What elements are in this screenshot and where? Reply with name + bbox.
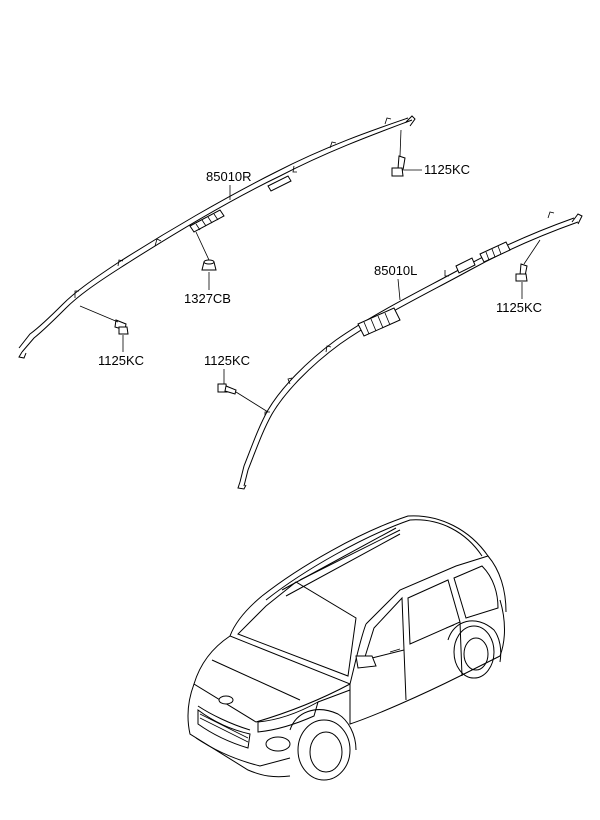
label-85010l: 85010L <box>374 263 417 278</box>
bolt-right-bottom <box>79 305 129 335</box>
label-1327cb: 1327CB <box>184 291 231 306</box>
bolt-left-bottom <box>217 383 269 413</box>
bolt-right-top <box>391 129 406 177</box>
label-1125kc-left-bottom: 1125KC <box>204 353 250 368</box>
bolt-left-top <box>515 239 541 282</box>
car-illustration <box>187 515 507 781</box>
label-1125kc-left-top: 1125KC <box>496 300 542 315</box>
curtain-airbag-right <box>18 115 416 359</box>
label-85010r: 85010R <box>206 169 252 184</box>
curtain-airbag-left <box>237 211 583 490</box>
label-1125kc-right-bottom: 1125KC <box>98 353 144 368</box>
part-labels: 85010R 1125KC 1327CB 1125KC 85010L 1125K… <box>98 162 542 384</box>
label-1125kc-right-top: 1125KC <box>424 162 470 177</box>
nut-1327cb <box>195 231 217 271</box>
